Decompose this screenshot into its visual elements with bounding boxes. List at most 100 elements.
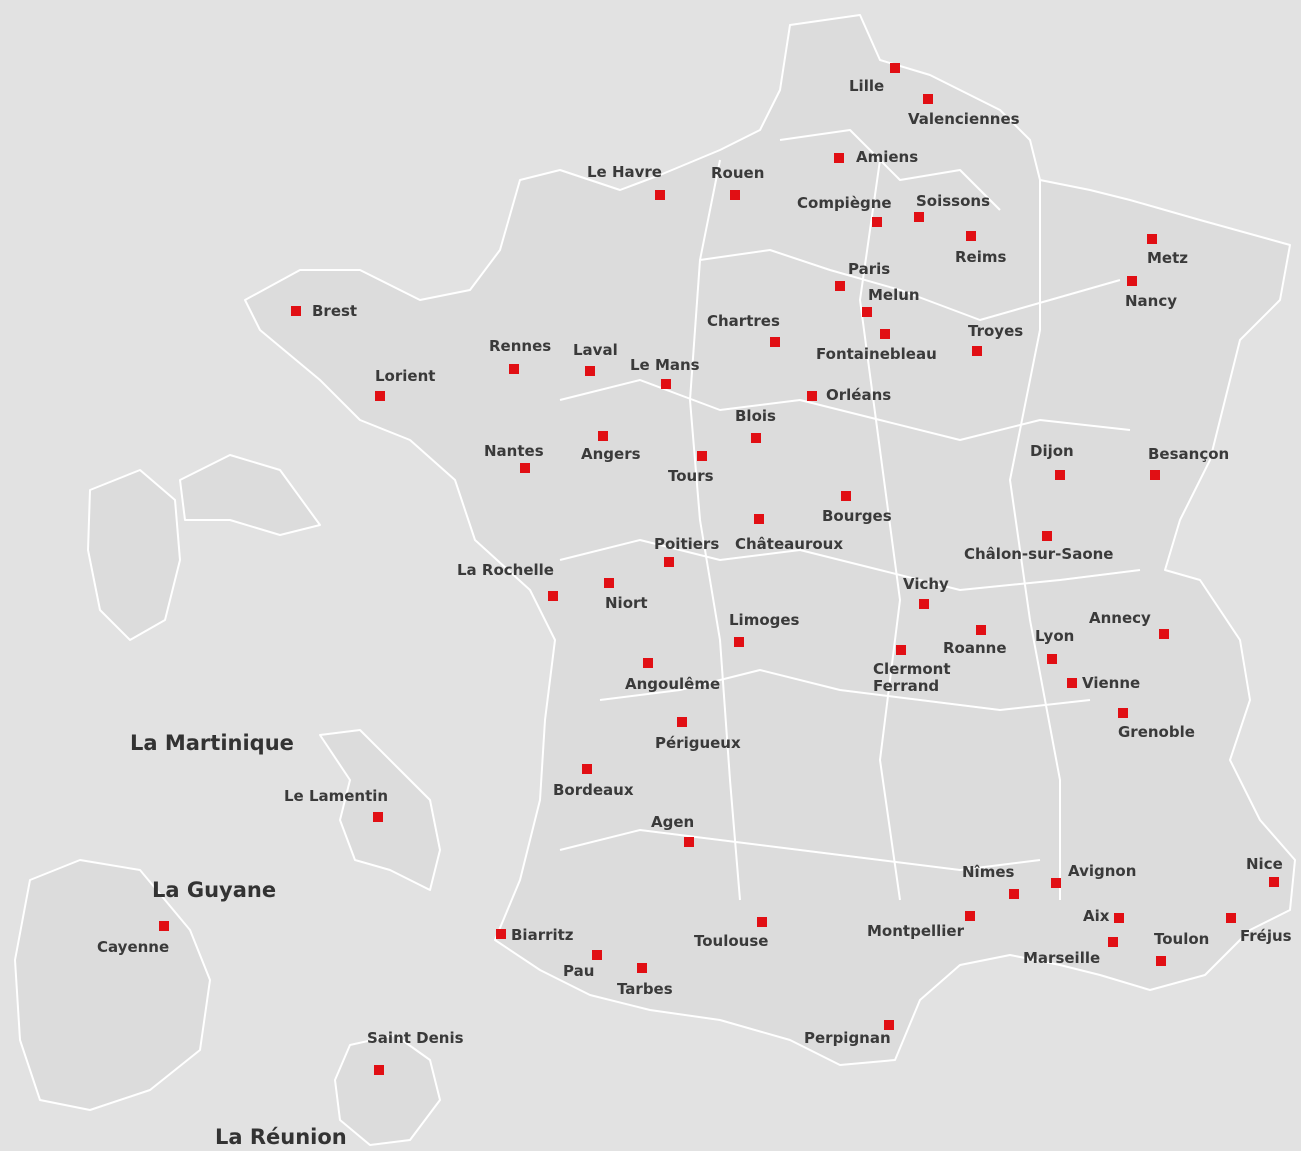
label-metz: Metz	[1147, 249, 1189, 267]
reunion-outline	[334, 1034, 441, 1146]
marker-troyes[interactable]	[972, 346, 982, 356]
marker-vienne[interactable]	[1067, 678, 1077, 688]
marker-toulouse[interactable]	[757, 917, 767, 927]
marker-lorient[interactable]	[375, 391, 385, 401]
marker-tarbes[interactable]	[637, 963, 647, 973]
marker-nancy[interactable]	[1127, 276, 1137, 286]
marker-vichy[interactable]	[919, 599, 929, 609]
marker-toulon[interactable]	[1156, 956, 1166, 966]
marker-saint-denis[interactable]	[374, 1065, 384, 1075]
label-chartres: Chartres	[707, 312, 780, 330]
label-besancon: Besançon	[1148, 445, 1230, 463]
label-le-havre: Le Havre	[587, 163, 662, 181]
label-cayenne: Cayenne	[97, 938, 170, 956]
label-saint-denis: Saint Denis	[367, 1029, 464, 1047]
marker-chalon-sur-saone[interactable]	[1042, 531, 1052, 541]
marker-frejus[interactable]	[1226, 913, 1236, 923]
marker-poitiers[interactable]	[664, 557, 674, 567]
marker-la-rochelle[interactable]	[548, 591, 558, 601]
marker-paris[interactable]	[835, 281, 845, 291]
marker-metz[interactable]	[1147, 234, 1157, 244]
label-toulouse: Toulouse	[694, 932, 769, 950]
marker-compiegne[interactable]	[872, 217, 882, 227]
label-lorient: Lorient	[375, 367, 436, 385]
marker-agen[interactable]	[684, 837, 694, 847]
marker-niort[interactable]	[604, 578, 614, 588]
marker-aix[interactable]	[1114, 913, 1124, 923]
label-grenoble: Grenoble	[1118, 723, 1195, 741]
marker-melun[interactable]	[862, 307, 872, 317]
marker-le-lamentin[interactable]	[373, 812, 383, 822]
marker-grenoble[interactable]	[1118, 708, 1128, 718]
label-soissons: Soissons	[916, 192, 991, 210]
marker-dijon[interactable]	[1055, 470, 1065, 480]
marker-cayenne[interactable]	[159, 921, 169, 931]
marker-avignon[interactable]	[1051, 878, 1061, 888]
marker-angouleme[interactable]	[643, 658, 653, 668]
marker-besancon[interactable]	[1150, 470, 1160, 480]
marker-clermont-ferrand[interactable]	[896, 645, 906, 655]
marker-nimes[interactable]	[1009, 889, 1019, 899]
marker-reims[interactable]	[966, 231, 976, 241]
marker-bourges[interactable]	[841, 491, 851, 501]
marker-amiens[interactable]	[834, 153, 844, 163]
marker-lyon[interactable]	[1047, 654, 1057, 664]
label-montpellier: Montpellier	[867, 922, 964, 940]
corsica-like-north-border	[559, 129, 1141, 901]
marker-orleans[interactable]	[807, 391, 817, 401]
label-agen: Agen	[651, 813, 695, 831]
marker-bordeaux[interactable]	[582, 764, 592, 774]
marker-chateauroux[interactable]	[754, 514, 764, 524]
marker-fontainebleau[interactable]	[880, 329, 890, 339]
label-limoges: Limoges	[729, 611, 800, 629]
marker-soissons[interactable]	[914, 212, 924, 222]
marker-valenciennes[interactable]	[923, 94, 933, 104]
label-clermont-ferrand: Clermont Ferrand	[873, 660, 951, 695]
label-chalon-sur-saone: Châlon-sur-Saone	[964, 545, 1114, 563]
marker-roanne[interactable]	[976, 625, 986, 635]
label-la-rochelle: La Rochelle	[457, 561, 554, 579]
marker-le-mans[interactable]	[661, 379, 671, 389]
marker-annecy[interactable]	[1159, 629, 1169, 639]
marker-pau[interactable]	[592, 950, 602, 960]
label-troyes: Troyes	[968, 322, 1024, 340]
marker-perpignan[interactable]	[884, 1020, 894, 1030]
label-biarritz: Biarritz	[511, 926, 574, 944]
marker-nantes[interactable]	[520, 463, 530, 473]
label-nimes: Nîmes	[962, 863, 1015, 881]
marker-blois[interactable]	[751, 433, 761, 443]
label-pau: Pau	[563, 962, 595, 980]
label-vienne: Vienne	[1082, 674, 1141, 692]
marker-chartres[interactable]	[770, 337, 780, 347]
label-amiens: Amiens	[856, 148, 919, 166]
label-melun: Melun	[868, 286, 920, 304]
label-avignon: Avignon	[1068, 862, 1137, 880]
label-fontainebleau: Fontainebleau	[816, 345, 937, 363]
marker-marseille[interactable]	[1108, 937, 1118, 947]
marker-biarritz[interactable]	[496, 929, 506, 939]
marker-lille[interactable]	[890, 63, 900, 73]
label-aix: Aix	[1083, 907, 1110, 925]
marker-nice[interactable]	[1269, 877, 1279, 887]
label-niort: Niort	[605, 594, 648, 612]
label-angouleme: Angoulême	[625, 675, 721, 693]
marker-angers[interactable]	[598, 431, 608, 441]
martinique-outline	[319, 729, 441, 891]
label-nice: Nice	[1246, 855, 1283, 873]
marker-tours[interactable]	[697, 451, 707, 461]
marker-le-havre[interactable]	[655, 190, 665, 200]
label-compiegne: Compiègne	[797, 194, 892, 212]
marker-limoges[interactable]	[734, 637, 744, 647]
marker-rennes[interactable]	[509, 364, 519, 374]
label-rennes: Rennes	[489, 337, 552, 355]
label-perpignan: Perpignan	[804, 1029, 891, 1047]
marker-laval[interactable]	[585, 366, 595, 376]
marker-perigueux[interactable]	[677, 717, 687, 727]
marker-montpellier[interactable]	[965, 911, 975, 921]
label-bourges: Bourges	[822, 507, 892, 525]
label-roanne: Roanne	[943, 639, 1007, 657]
title-reunion: La Réunion	[215, 1125, 347, 1149]
marker-brest[interactable]	[291, 306, 301, 316]
label-le-lamentin: Le Lamentin	[284, 787, 389, 805]
marker-rouen[interactable]	[730, 190, 740, 200]
